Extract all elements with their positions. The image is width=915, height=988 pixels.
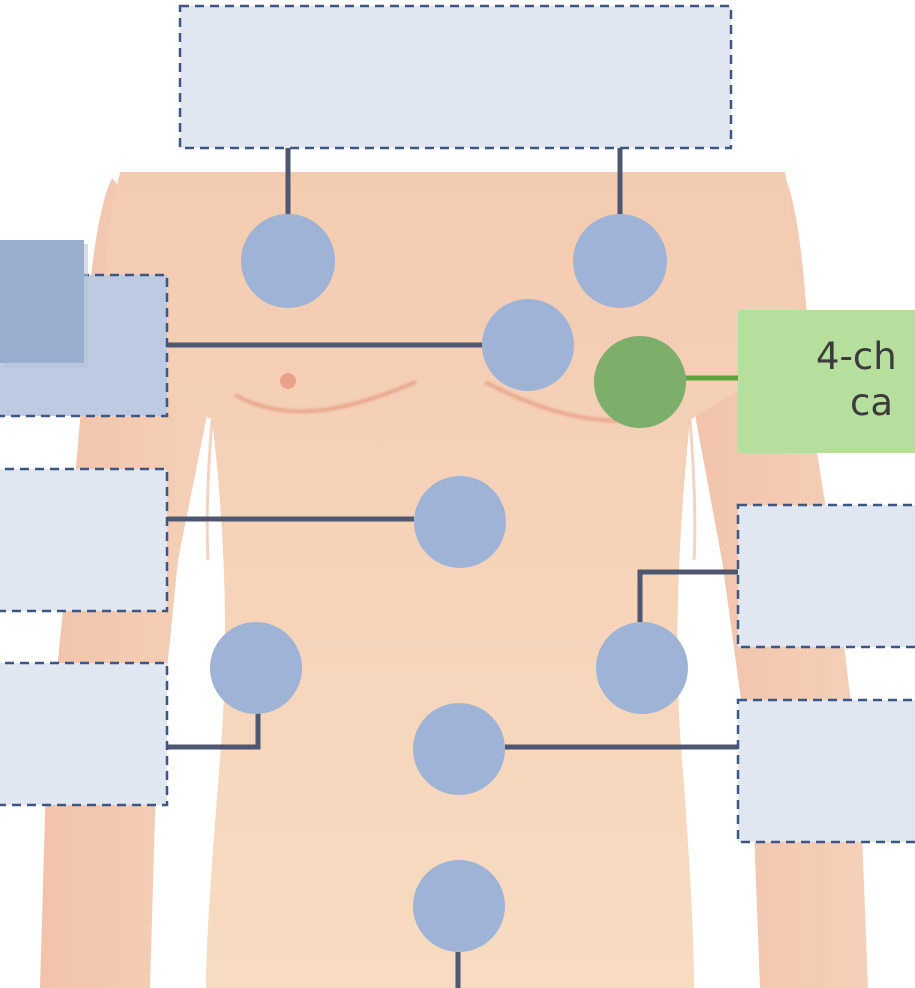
probe-site-upper-right[interactable] [573,214,667,308]
probe-site-left-flank[interactable] [210,622,302,714]
probe-site-chest-center[interactable] [482,299,574,391]
blank-label-top[interactable] [180,6,731,148]
probe-site-right-flank[interactable] [596,622,688,714]
left-armpit-crease [207,420,212,560]
blank-label-right-lower[interactable] [738,700,915,842]
probe-site-highlighted[interactable] [594,336,686,428]
blank-label-mid-left[interactable] [0,469,167,611]
probe-site-lower-center[interactable] [413,703,505,795]
left-nipple [280,373,296,389]
drag-tab[interactable] [0,240,84,363]
probe-site-epigastric[interactable] [414,476,506,568]
probe-site-pelvic[interactable] [413,860,505,952]
highlighted-site-label-line2: ca [816,380,915,426]
blank-label-lower-left[interactable] [0,663,167,805]
probe-site-upper-left[interactable] [241,214,335,308]
blank-label-right-upper[interactable] [738,505,915,647]
highlighted-site-label: 4-ch ca [738,310,915,453]
highlighted-site-label-line1: 4-ch [816,334,915,380]
right-armpit-crease [690,420,695,560]
